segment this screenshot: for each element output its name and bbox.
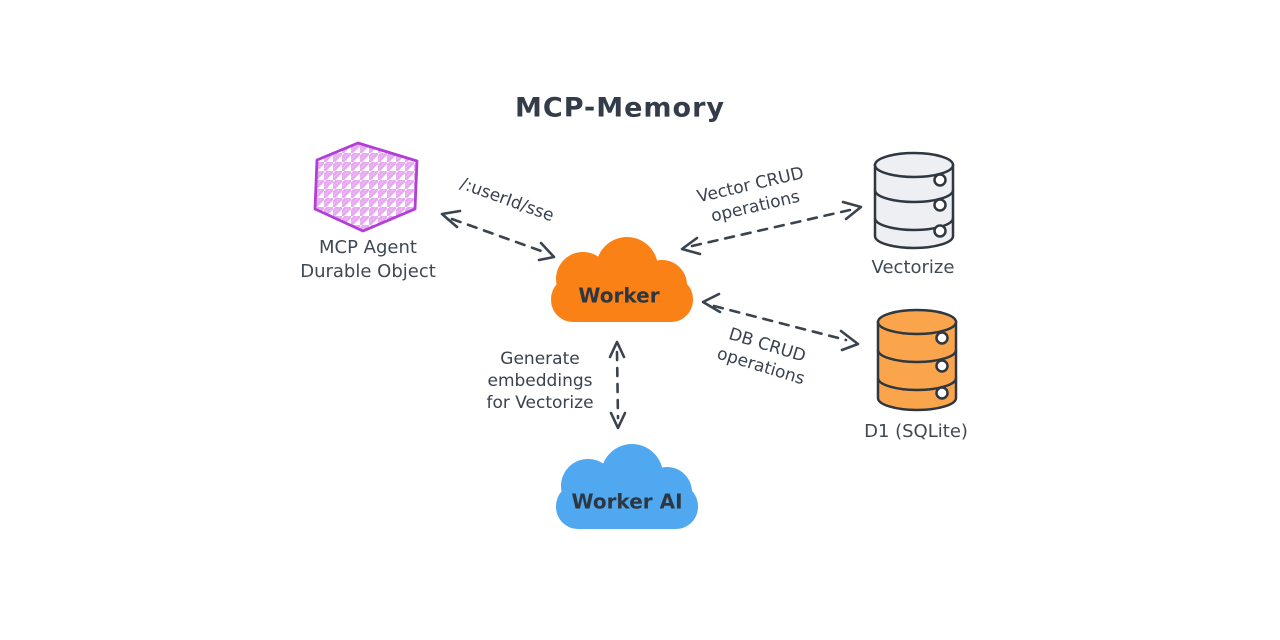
vectorize-database-icon (873, 151, 955, 250)
diagram-title: MCP-Memory (515, 92, 725, 124)
arrow-worker-worker-ai (608, 340, 627, 430)
vectorize-label: Vectorize (871, 257, 955, 278)
edge-label-generate-line2: embeddings (487, 371, 593, 391)
arrow-worker-vectorize (680, 200, 863, 256)
edge-label-generate-line3: for Vectorize (486, 393, 594, 413)
worker-cloud (551, 237, 693, 322)
d1-database-icon (876, 308, 958, 412)
mcp-agent-label-line1: MCP Agent (319, 237, 417, 258)
mcp-agent-label: MCP Agent Durable Object (300, 236, 436, 284)
mcp-agent-hexagon (313, 141, 419, 233)
edge-label-generate-line1: Generate (500, 349, 580, 369)
worker-ai-label: Worker AI (571, 489, 683, 514)
worker-label: Worker (578, 283, 660, 308)
arrow-agent-worker (440, 209, 556, 262)
edge-label-generate-embeddings: Generate embeddings for Vectorize (486, 348, 593, 414)
arrow-worker-d1 (701, 292, 860, 352)
mcp-agent-label-line2: Durable Object (300, 261, 436, 282)
worker-ai-cloud (556, 444, 698, 529)
d1-label: D1 (SQLite) (864, 421, 968, 442)
